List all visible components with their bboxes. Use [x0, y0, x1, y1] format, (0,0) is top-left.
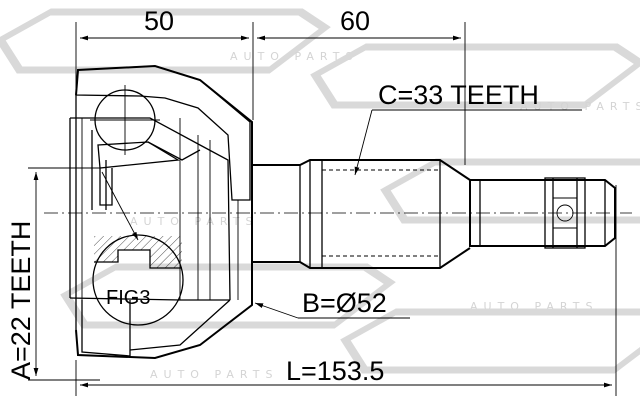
leaders — [254, 109, 582, 319]
fig3-detail: FIG3 — [92, 171, 184, 326]
fig3-circle — [92, 234, 184, 326]
leader-b — [254, 302, 299, 319]
dim-total-length: L=153.5 — [286, 356, 384, 386]
watermark-logo: AUTO PARTS — [130, 158, 640, 228]
watermark-tagline: AUTO PARTS — [230, 50, 358, 63]
watermark-tagline: AUTO PARTS — [150, 368, 278, 381]
leader-c — [354, 109, 373, 176]
ball-cage — [90, 85, 201, 210]
dim-shaft-length: 60 — [340, 6, 370, 36]
dim-inner-spline: A=22 TEETH — [6, 221, 36, 380]
dimension-arrows — [33, 35, 612, 388]
dim-housing-length: 50 — [144, 6, 174, 36]
dim-outer-spline: C=33 TEETH — [378, 80, 539, 110]
fig3-label: FIG3 — [106, 287, 150, 309]
stub-shaft — [469, 177, 616, 249]
watermark-logo: AUTO PARTS — [150, 308, 640, 381]
shaft-neck — [252, 159, 471, 269]
dim-abs-diameter: B=Ø52 — [302, 288, 387, 318]
outer-housing — [69, 64, 253, 360]
watermark-tagline: AUTO PARTS — [130, 215, 258, 228]
watermark-layer: AUTO PARTS AUTO PARTS AUTO PARTS AUTO PA… — [0, 8, 640, 381]
watermark-logo: AUTO PARTS — [0, 8, 358, 74]
